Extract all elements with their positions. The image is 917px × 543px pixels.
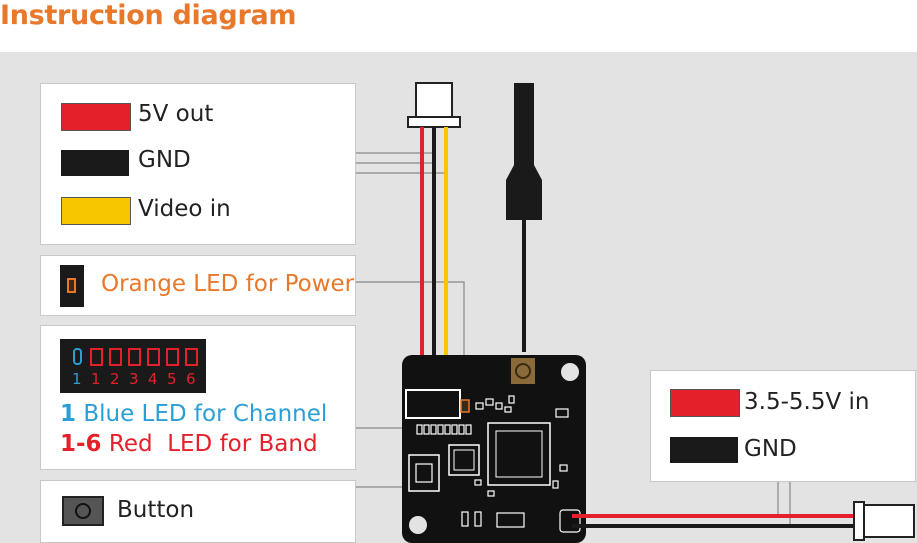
channel-led-box: 1 1 2 3 4 5 6 1 Blue LED for Channel 1-6… (40, 325, 356, 470)
band-digit: 5 (167, 370, 177, 388)
orange-led-icon (60, 265, 84, 307)
band-digit: 2 (110, 370, 120, 388)
button-box: Button (40, 480, 356, 543)
power-connector-icon (853, 501, 915, 541)
band-digit: 6 (186, 370, 196, 388)
antenna-icon (506, 83, 542, 352)
power-led-label: Orange LED for Power (101, 271, 355, 297)
red-led-text: Red LED for Band (108, 431, 318, 457)
red-wire-label: 5V out (138, 101, 214, 127)
black-wire-label: GND (138, 147, 191, 173)
band-digit: 3 (129, 370, 139, 388)
led-strip: 1 1 2 3 4 5 6 (60, 339, 206, 393)
black-wire-swatch (61, 150, 129, 176)
yellow-wire-swatch (61, 197, 131, 225)
band-digit: 4 (148, 370, 158, 388)
red-led-number: 1-6 (60, 431, 102, 457)
yellow-wire-label: Video in (138, 196, 231, 222)
blue-led-line: 1 Blue LED for Channel (60, 401, 327, 427)
black-input-swatch (670, 437, 738, 463)
red-input-label: 3.5-5.5V in (744, 389, 870, 415)
band-digit: 1 (91, 370, 101, 388)
red-input-swatch (670, 389, 740, 417)
video-connector-icon (407, 82, 461, 128)
button-icon (62, 496, 104, 526)
red-wire-swatch (61, 103, 131, 131)
blue-led-number: 1 (60, 401, 77, 427)
page-title: Instruction diagram (0, 0, 297, 31)
black-input-label: GND (744, 436, 797, 462)
power-input-legend-box: 3.5-5.5V in GND (650, 370, 916, 482)
channel-digit: 1 (72, 370, 82, 388)
wire-legend-box: 5V out GND Video in (40, 83, 356, 245)
blue-led-text: Blue LED for Channel (83, 401, 328, 427)
vtx-board (402, 355, 586, 543)
power-led-box: Orange LED for Power (40, 255, 356, 316)
red-led-line: 1-6 Red LED for Band (60, 431, 318, 457)
button-label: Button (117, 497, 195, 523)
